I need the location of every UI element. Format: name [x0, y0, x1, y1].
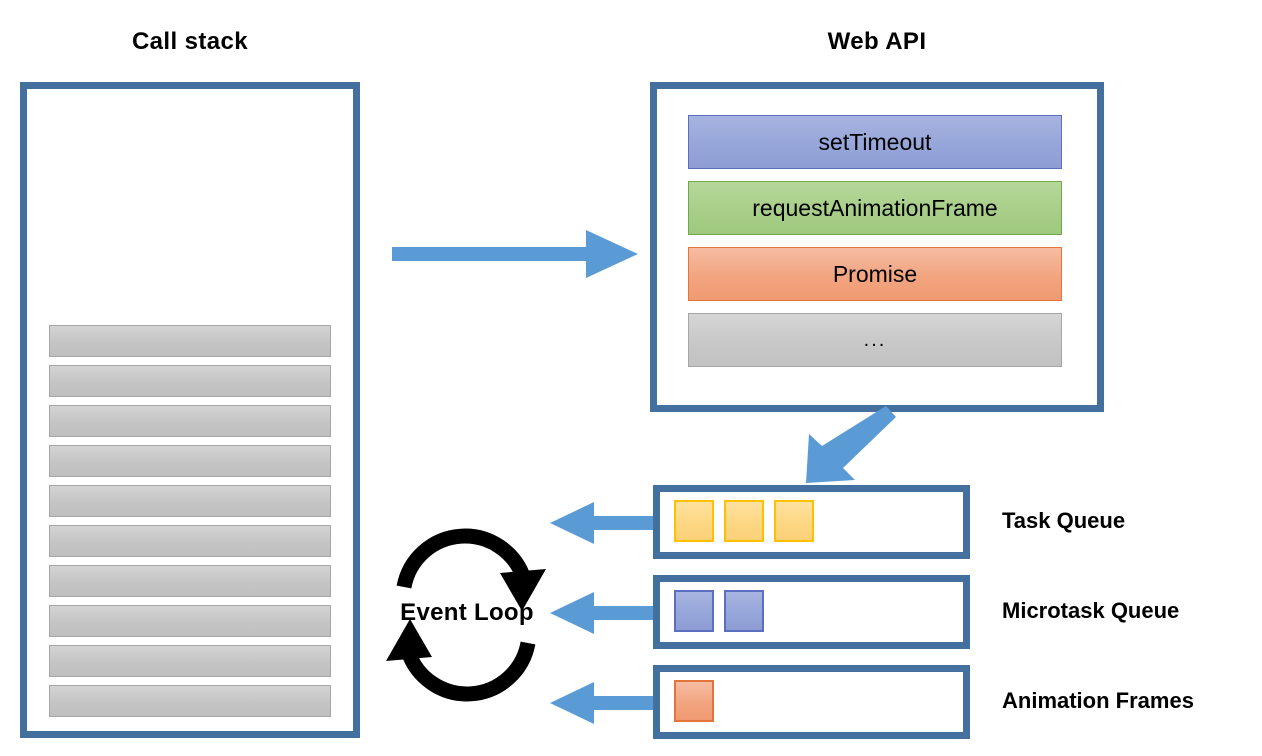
- web-api-box: setTimeout requestAnimationFrame Promise…: [650, 82, 1104, 412]
- task-queue-item-list: [674, 500, 814, 542]
- web-api-item-label: Promise: [832, 260, 918, 287]
- web-api-item-promise: Promise: [688, 247, 1062, 301]
- call-stack-frame: [49, 405, 331, 437]
- task-queue-item: [724, 500, 764, 542]
- call-stack-frame: [49, 645, 331, 677]
- arrow-left-icon: [550, 682, 658, 724]
- web-api-item-label: ...: [863, 328, 887, 351]
- animation-frames-item-list: [674, 680, 714, 722]
- call-stack-frame: [49, 605, 331, 637]
- call-stack-title: Call stack: [131, 28, 249, 55]
- web-api-item-more: ...: [688, 313, 1062, 367]
- task-queue-label: Task Queue: [1002, 508, 1126, 533]
- call-stack-box: [20, 82, 360, 738]
- animation-frames-queue-box: [653, 665, 970, 739]
- arrow-down-left-icon: [806, 406, 896, 483]
- arrow-left-icon: [550, 502, 658, 544]
- call-stack-frame: [49, 685, 331, 717]
- call-stack-frame: [49, 485, 331, 517]
- event-loop-label: Event Loop: [400, 599, 534, 626]
- arrow-left-icon: [550, 592, 658, 634]
- call-stack-frame-list: [49, 325, 331, 717]
- microtask-queue-box: [653, 575, 970, 649]
- animation-frames-label: Animation Frames: [1002, 688, 1194, 713]
- circular-refresh-arrows-icon: [386, 528, 546, 702]
- web-api-title: Web API: [827, 28, 927, 55]
- arrow-right-icon: [392, 230, 638, 278]
- call-stack-frame: [49, 365, 331, 397]
- microtask-queue-item: [674, 590, 714, 632]
- microtask-queue-item: [724, 590, 764, 632]
- microtask-queue-item-list: [674, 590, 764, 632]
- event-loop-group: Event Loop: [378, 525, 554, 705]
- web-api-item-settimeout: setTimeout: [688, 115, 1062, 169]
- call-stack-frame: [49, 445, 331, 477]
- call-stack-frame: [49, 325, 331, 357]
- task-queue-item: [774, 500, 814, 542]
- web-api-item-list: setTimeout requestAnimationFrame Promise…: [688, 115, 1062, 367]
- microtask-queue-label: Microtask Queue: [1002, 598, 1180, 623]
- call-stack-frame: [49, 525, 331, 557]
- web-api-item-label: requestAnimationFrame: [752, 194, 998, 221]
- call-stack-frame: [49, 565, 331, 597]
- task-queue-box: [653, 485, 970, 559]
- web-api-item-label: setTimeout: [818, 128, 932, 155]
- task-queue-item: [674, 500, 714, 542]
- animation-frames-item: [674, 680, 714, 722]
- web-api-item-requestanimationframe: requestAnimationFrame: [688, 181, 1062, 235]
